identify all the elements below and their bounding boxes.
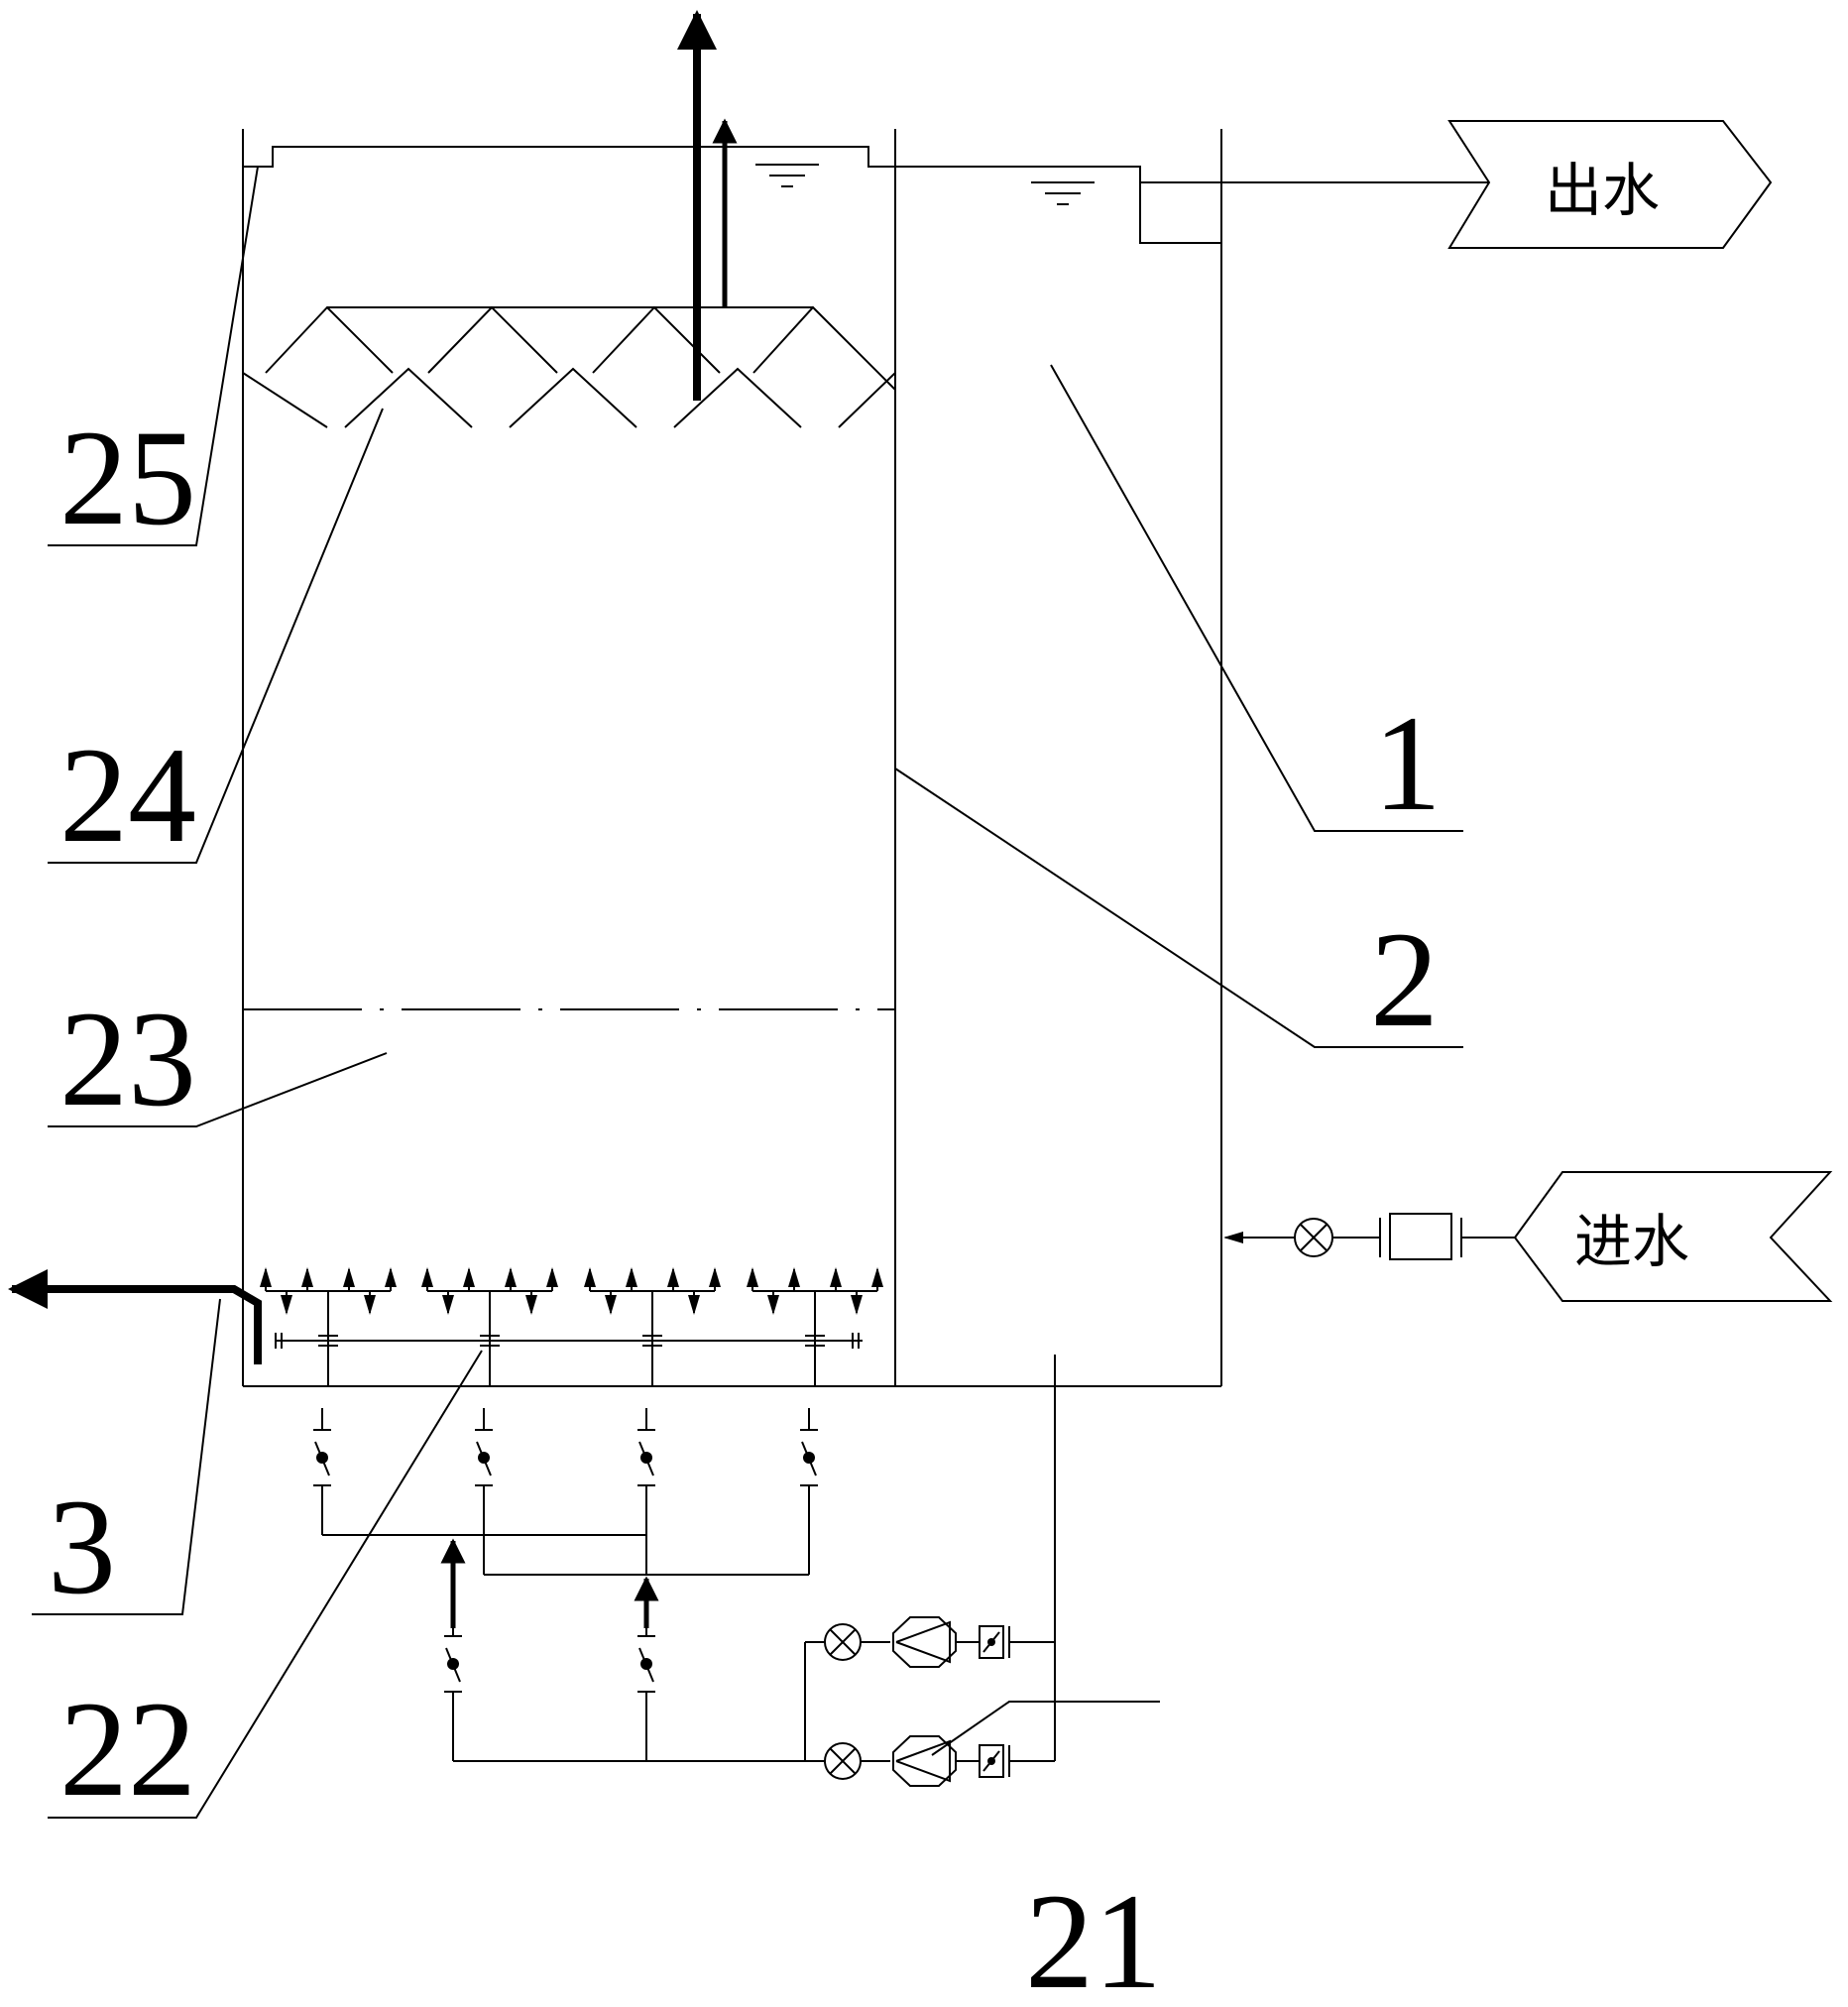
callout-24: 24	[59, 719, 196, 871]
outlet-connector: 出水	[1140, 120, 1773, 249]
callout-numbers: 25 24 23 3 22 21 1 2	[48, 402, 1442, 2007]
tank-structure	[242, 129, 1222, 1387]
callout-1: 1	[1373, 687, 1442, 839]
callout-23: 23	[59, 983, 196, 1134]
callout-leaders	[32, 166, 1463, 1819]
gas-outlet-arrows	[677, 10, 738, 401]
sludge-discharge-pipe	[8, 1269, 262, 1364]
inlet-label: 进水	[1574, 1208, 1689, 1275]
water-level-symbols	[755, 164, 1095, 205]
outlet-label: 出水	[1545, 157, 1660, 224]
three-phase-separator	[242, 305, 896, 428]
callout-2: 2	[1370, 903, 1439, 1055]
callout-25: 25	[59, 402, 196, 553]
water-distributor	[260, 1267, 877, 1386]
inlet-connector: 进水	[1223, 1171, 1833, 1302]
external-piping	[313, 1355, 1056, 1787]
callout-22: 22	[59, 1673, 196, 1825]
callout-21: 21	[1025, 1865, 1162, 2007]
callout-3: 3	[48, 1471, 116, 1622]
